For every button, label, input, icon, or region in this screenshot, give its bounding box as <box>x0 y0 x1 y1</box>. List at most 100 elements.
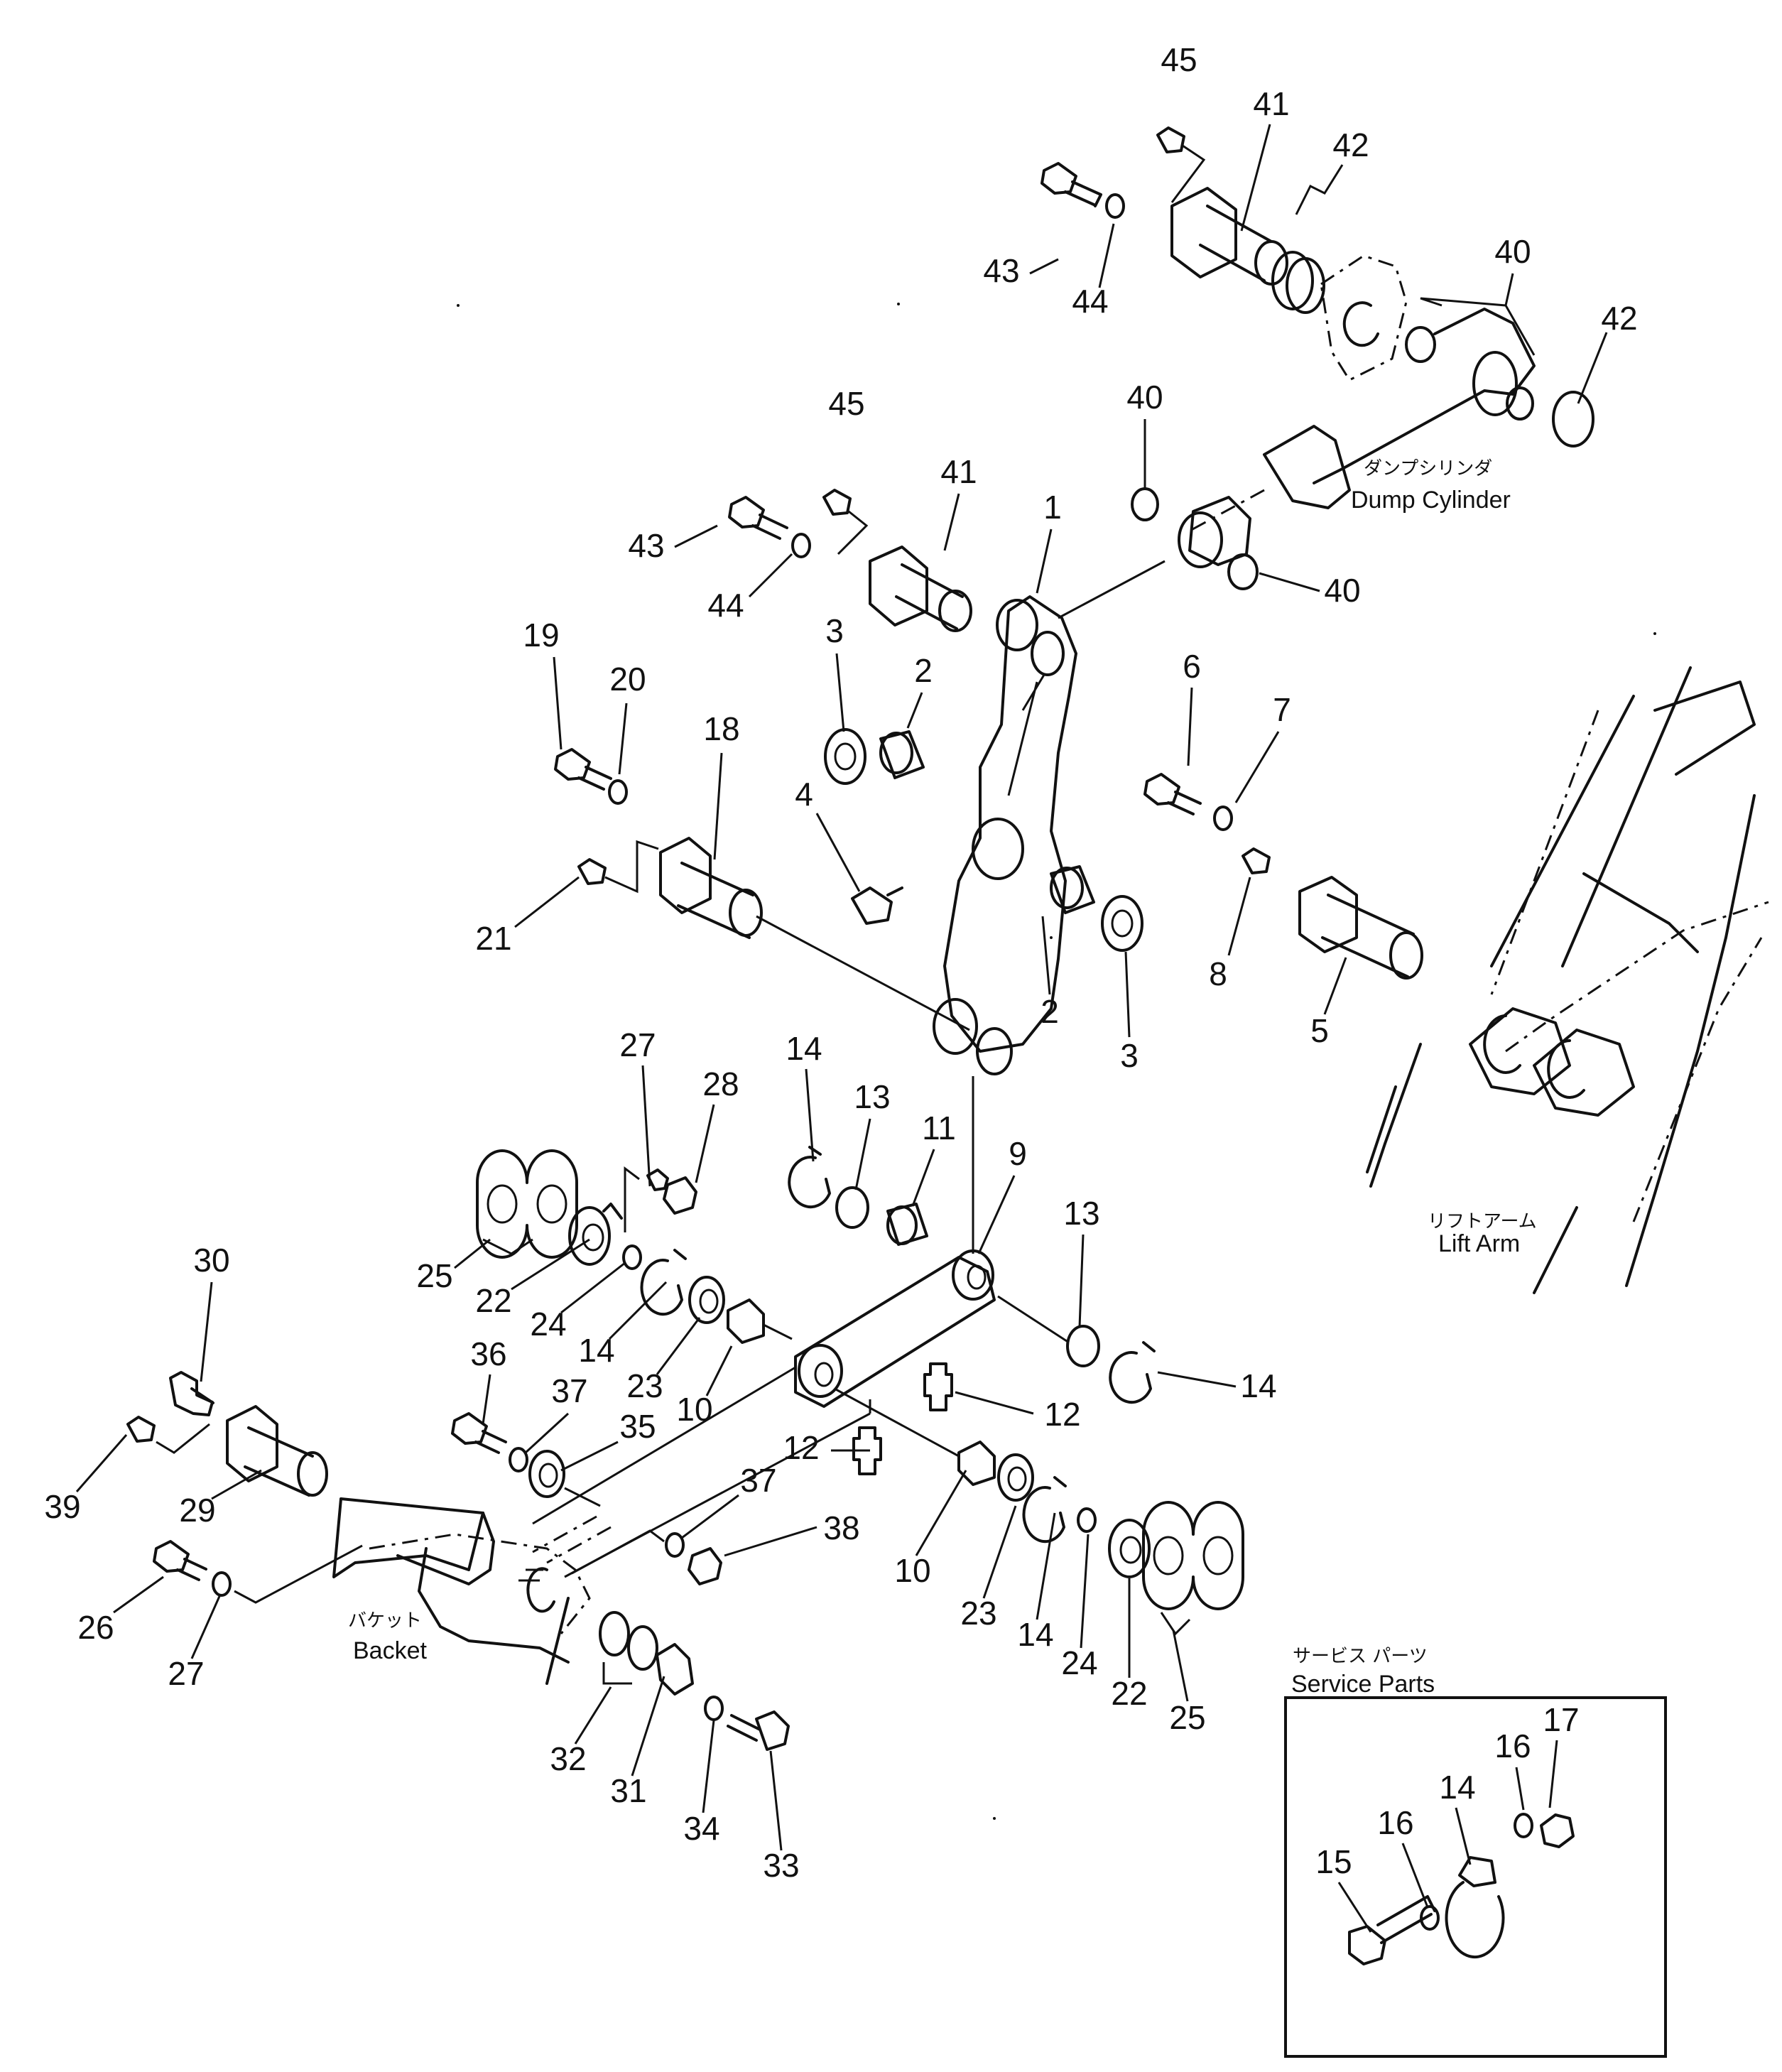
dump-cylinder-jp-caption: ダンプシリンダ <box>1364 458 1492 479</box>
label-24: 24 <box>1061 1644 1097 1681</box>
bolt-43-top <box>1041 162 1102 207</box>
seal-23-left <box>688 1276 725 1324</box>
bellcrank-1 <box>933 595 1077 1075</box>
bolt-26 <box>153 1540 207 1581</box>
shim-plate-25-right <box>1142 1501 1244 1610</box>
label-14: 14 <box>1017 1616 1053 1653</box>
label-10: 10 <box>894 1552 930 1589</box>
washer-37-b <box>665 1532 685 1558</box>
label-5: 5 <box>1310 1012 1329 1049</box>
left-stack <box>476 1149 793 1344</box>
bushing-10-right <box>957 1441 996 1486</box>
service-parts-box <box>1284 1696 1667 2058</box>
label-13: 13 <box>854 1078 890 1115</box>
lift-arm <box>1366 666 1769 1294</box>
label-22: 22 <box>1111 1675 1147 1712</box>
label-42: 42 <box>1601 300 1637 337</box>
nut-38 <box>688 1547 722 1585</box>
shim-32-a <box>599 1611 630 1656</box>
fitting-12-b <box>852 1426 882 1475</box>
pin-5 <box>1298 876 1423 980</box>
label-1: 1 <box>1043 489 1062 526</box>
label-44: 44 <box>707 587 744 624</box>
bolt-30 <box>169 1371 214 1416</box>
link-9 <box>794 1249 996 1408</box>
label-12: 12 <box>1044 1396 1080 1433</box>
shim-22-left <box>568 1206 611 1266</box>
label-29: 29 <box>179 1492 215 1529</box>
label-16: 16 <box>1494 1727 1531 1764</box>
washer-44-mid <box>791 533 811 558</box>
label-11: 11 <box>922 1110 956 1146</box>
snap-ring-14-d <box>1022 1476 1067 1544</box>
lift-arm-caption: Lift Arm <box>1438 1230 1520 1257</box>
pin-41-top <box>1170 187 1288 286</box>
seal-13-a <box>835 1186 869 1229</box>
part-labels: 45 41 42 43 44 40 42 45 41 40 43 44 40 1… <box>44 41 1637 1884</box>
right-stack <box>834 1387 1244 1636</box>
label-35: 35 <box>619 1408 656 1445</box>
frame-bracket-top <box>1320 254 1408 381</box>
label-3: 3 <box>825 612 844 649</box>
label-23: 23 <box>960 1595 996 1632</box>
dump-cylinder <box>1131 308 1594 590</box>
washer-34 <box>704 1696 724 1721</box>
dump-cylinder-caption: Dump Cylinder <box>1351 487 1511 514</box>
label-14: 14 <box>578 1332 614 1369</box>
label-36: 36 <box>470 1335 506 1372</box>
washer-16-a <box>1420 1905 1440 1931</box>
label-43: 43 <box>983 252 1019 289</box>
label-45: 45 <box>828 385 864 422</box>
label-40: 40 <box>1126 379 1163 416</box>
label-33: 33 <box>763 1847 799 1884</box>
label-17: 17 <box>1543 1701 1579 1738</box>
label-10: 10 <box>676 1391 712 1428</box>
bolt-15 <box>1348 1895 1436 1965</box>
service-parts-caption: Service Parts <box>1291 1671 1435 1698</box>
bucket-jp-caption: バケット <box>348 1610 422 1632</box>
snap-ring-14-a <box>788 1156 831 1209</box>
label-19: 19 <box>523 617 559 653</box>
label-40: 40 <box>1324 572 1360 609</box>
label-28: 28 <box>702 1065 739 1102</box>
washer-20 <box>608 779 628 805</box>
label-20: 20 <box>609 661 646 698</box>
fitting-4 <box>851 886 903 925</box>
seal-13-b <box>1066 1325 1100 1367</box>
label-13: 13 <box>1063 1195 1099 1232</box>
label-39: 39 <box>44 1488 80 1525</box>
fitting-12-a <box>923 1362 953 1411</box>
label-12: 12 <box>783 1429 819 1466</box>
bucket-caption: Backet <box>353 1637 427 1664</box>
label-16: 16 <box>1377 1804 1413 1841</box>
label-2: 2 <box>1041 993 1059 1030</box>
oring-24-right <box>1077 1507 1097 1533</box>
label-45: 45 <box>1161 41 1197 78</box>
fitting-21 <box>577 858 607 885</box>
washer-27-b <box>212 1571 232 1597</box>
label-21: 21 <box>475 920 511 957</box>
bolt-19 <box>554 748 612 791</box>
label-43: 43 <box>628 527 664 564</box>
label-37: 37 <box>740 1462 776 1499</box>
pin-18 <box>659 837 763 939</box>
label-32: 32 <box>550 1740 586 1777</box>
label-6: 6 <box>1183 648 1201 685</box>
seal-3-left <box>824 728 866 785</box>
label-27: 27 <box>168 1655 204 1692</box>
service-parts-jp-caption: サービス パーツ <box>1293 1646 1428 1667</box>
label-8: 8 <box>1209 955 1227 992</box>
bucket <box>332 1497 591 1685</box>
label-14: 14 <box>1240 1367 1276 1404</box>
oring-24-left <box>622 1244 642 1270</box>
fitting-45-mid <box>822 489 852 516</box>
leader-lines <box>75 124 1608 1933</box>
label-26: 26 <box>77 1609 114 1646</box>
label-41: 41 <box>1253 85 1289 122</box>
label-25: 25 <box>416 1257 452 1294</box>
bolt-27-a <box>646 1168 669 1191</box>
label-27: 27 <box>619 1026 656 1063</box>
scan-specks <box>457 303 1656 1820</box>
clamp-14 <box>1445 1856 1505 1959</box>
